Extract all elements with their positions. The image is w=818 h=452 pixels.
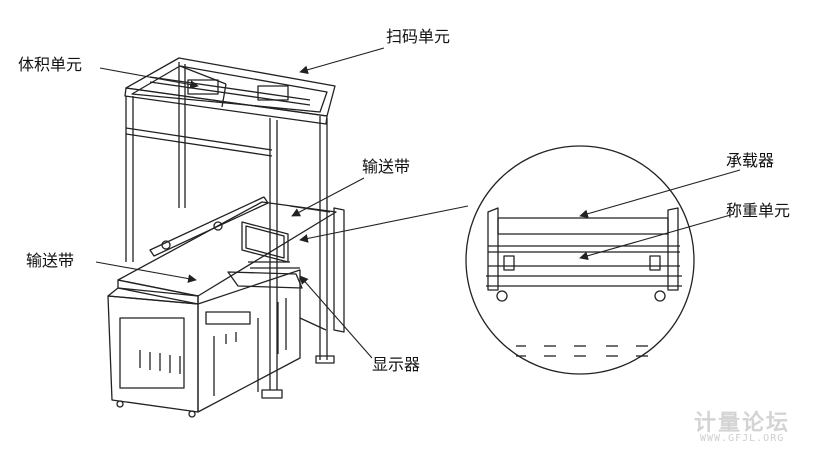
label-scan-unit: 扫码单元: [386, 27, 451, 46]
leader-volume-unit: [99, 67, 199, 89]
label-conveyor-top: 输送带: [362, 157, 411, 176]
leader-conveyor-left: [95, 261, 197, 283]
leader-conveyor-top: [291, 177, 365, 217]
leader-scan-unit: [299, 47, 385, 75]
label-volume-unit: 体积单元: [18, 55, 83, 74]
label-conveyor-left: 输送带: [26, 251, 75, 270]
top-frame: [124, 57, 336, 125]
display-screen: [241, 221, 289, 263]
leader-display: [299, 275, 373, 359]
watermark-logo: 计量论坛: [694, 411, 791, 436]
conveyor: [117, 196, 345, 333]
detail-zoom-circle: [465, 145, 695, 375]
leader-detail-pointer: [299, 205, 469, 243]
label-carrier: 承载器: [726, 151, 775, 170]
watermark-url: WWW.GFJL.ORG: [700, 433, 785, 444]
label-weighing-unit: 称重单元: [726, 201, 791, 220]
cabinet: [107, 269, 301, 418]
leader-weighing-unit: [579, 213, 735, 261]
label-display: 显示器: [372, 355, 421, 374]
leader-carrier: [579, 169, 741, 219]
leader-lines: [95, 47, 741, 359]
